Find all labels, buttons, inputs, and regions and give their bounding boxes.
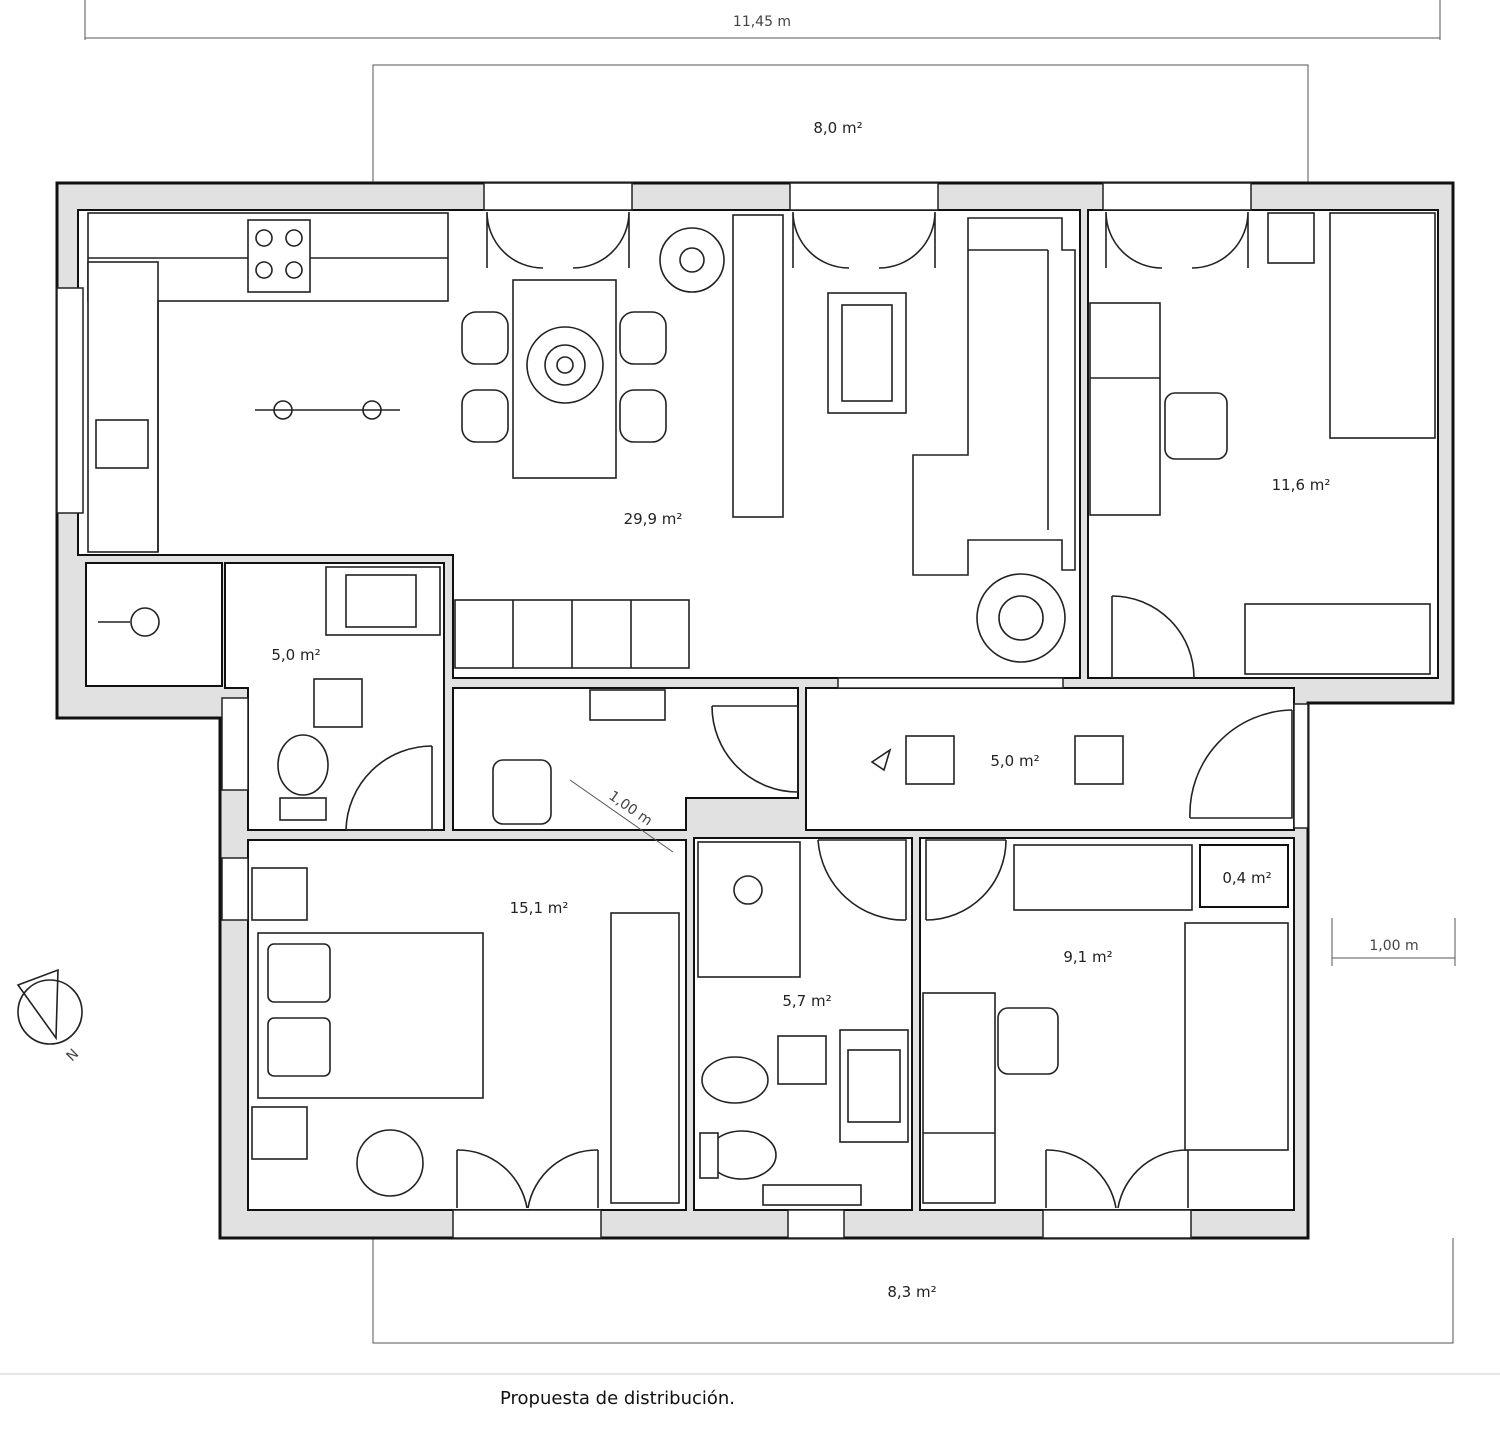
bin-icon <box>1267 212 1315 264</box>
doors <box>345 211 1293 1209</box>
room-closet <box>1199 844 1289 908</box>
area-laundry: 5,0 m² <box>271 646 320 664</box>
room-hall <box>805 687 1295 831</box>
window-bedroom-small <box>221 857 249 921</box>
area-office: 11,6 m² <box>1272 476 1331 494</box>
bedroom-2-desk <box>922 992 996 1204</box>
shower-head-icon <box>733 875 763 905</box>
entrance-door-frame <box>1293 703 1309 829</box>
chair-icon <box>619 311 667 365</box>
window-office <box>1102 182 1252 211</box>
area-labels: 29,9 m² 11,6 m² 5,0 m² 5,0 m² 0,4 m² 15,… <box>271 476 1330 1010</box>
hall-furniture <box>870 735 1124 785</box>
plant-icon <box>526 326 604 404</box>
bath-stool <box>777 1035 827 1085</box>
nightstand-icon <box>251 1106 308 1160</box>
hall-stool-1 <box>905 735 955 785</box>
bedroom-2-shelf <box>1013 844 1193 911</box>
bidet-icon <box>701 1056 769 1104</box>
round-rug <box>356 1129 424 1197</box>
washing-machine <box>313 678 363 728</box>
nightstand-icon <box>251 867 308 921</box>
corridor-dimension: 1,00 m <box>1331 918 1456 966</box>
pillow-icon <box>267 1017 331 1077</box>
window-bathroom <box>787 1209 845 1239</box>
tv-unit <box>732 214 784 518</box>
chair-icon <box>619 389 667 443</box>
chair-icon <box>461 311 509 365</box>
office-furniture <box>1089 212 1436 675</box>
master-bedroom-furniture <box>251 867 680 1204</box>
north-label: N <box>64 1046 83 1065</box>
windows <box>56 182 1309 1239</box>
plan-caption: Propuesta de distribución. <box>500 1388 736 1409</box>
area-bathroom: 5,7 m² <box>782 992 831 1010</box>
bedroom-2-furniture <box>922 844 1289 1204</box>
area-bedroom-2: 9,1 m² <box>1063 948 1112 966</box>
north-compass-icon: N <box>16 968 83 1065</box>
window-laundry <box>221 697 249 791</box>
living-furniture <box>454 214 1076 669</box>
single-bed <box>1184 922 1289 1151</box>
area-closet: 0,4 m² <box>1222 869 1271 887</box>
toilet-icon <box>277 734 329 796</box>
hall-stool-2 <box>1074 735 1124 785</box>
decor-plant-icon <box>659 227 725 293</box>
cooktop-icon <box>247 219 311 293</box>
kitchen-sink-icon <box>95 419 149 469</box>
water-heater-icon <box>130 607 160 637</box>
laundry-furniture <box>277 566 441 821</box>
dining-set <box>461 227 725 479</box>
bottom-terrace: 8,3 m² <box>372 1238 1454 1344</box>
corridor-clearance-label: 1,00 m <box>1369 938 1418 954</box>
top-terrace-area: 8,0 m² <box>813 119 862 137</box>
office-desk <box>1089 302 1161 516</box>
overall-width-label: 11,45 m <box>733 14 791 30</box>
window-bedroom-2 <box>1042 1209 1192 1239</box>
office-wardrobe <box>1329 212 1436 439</box>
pillow-icon <box>267 943 331 1003</box>
overall-dimension: 11,45 m <box>84 0 1441 40</box>
round-ottoman <box>976 573 1066 663</box>
chair-icon <box>461 389 509 443</box>
top-terrace: 8,0 m² <box>372 64 1309 183</box>
sliding-door-hall <box>837 677 1064 689</box>
window-kitchen <box>56 287 84 514</box>
entry-arrow-icon <box>870 748 892 772</box>
desk-chair-icon <box>1164 392 1228 460</box>
utility-furniture <box>98 607 160 637</box>
bottom-terrace-area: 8,3 m² <box>887 1283 936 1301</box>
window-master-bedroom <box>452 1209 602 1239</box>
window-living-2 <box>789 182 939 211</box>
desk-chair-icon <box>997 1007 1059 1075</box>
area-master-bedroom: 15,1 m² <box>510 899 569 917</box>
bath-shelf <box>762 1184 862 1206</box>
shower <box>697 841 801 978</box>
office-cabinet <box>1244 603 1431 675</box>
master-wardrobe <box>610 912 680 1204</box>
bathroom-furniture <box>697 841 909 1206</box>
window-living-1 <box>483 182 633 211</box>
area-living-kitchen: 29,9 m² <box>624 510 683 528</box>
study-chair-icon <box>492 759 552 825</box>
area-hall: 5,0 m² <box>990 752 1039 770</box>
sofa <box>912 217 1076 576</box>
kitchen-furniture <box>87 212 449 553</box>
